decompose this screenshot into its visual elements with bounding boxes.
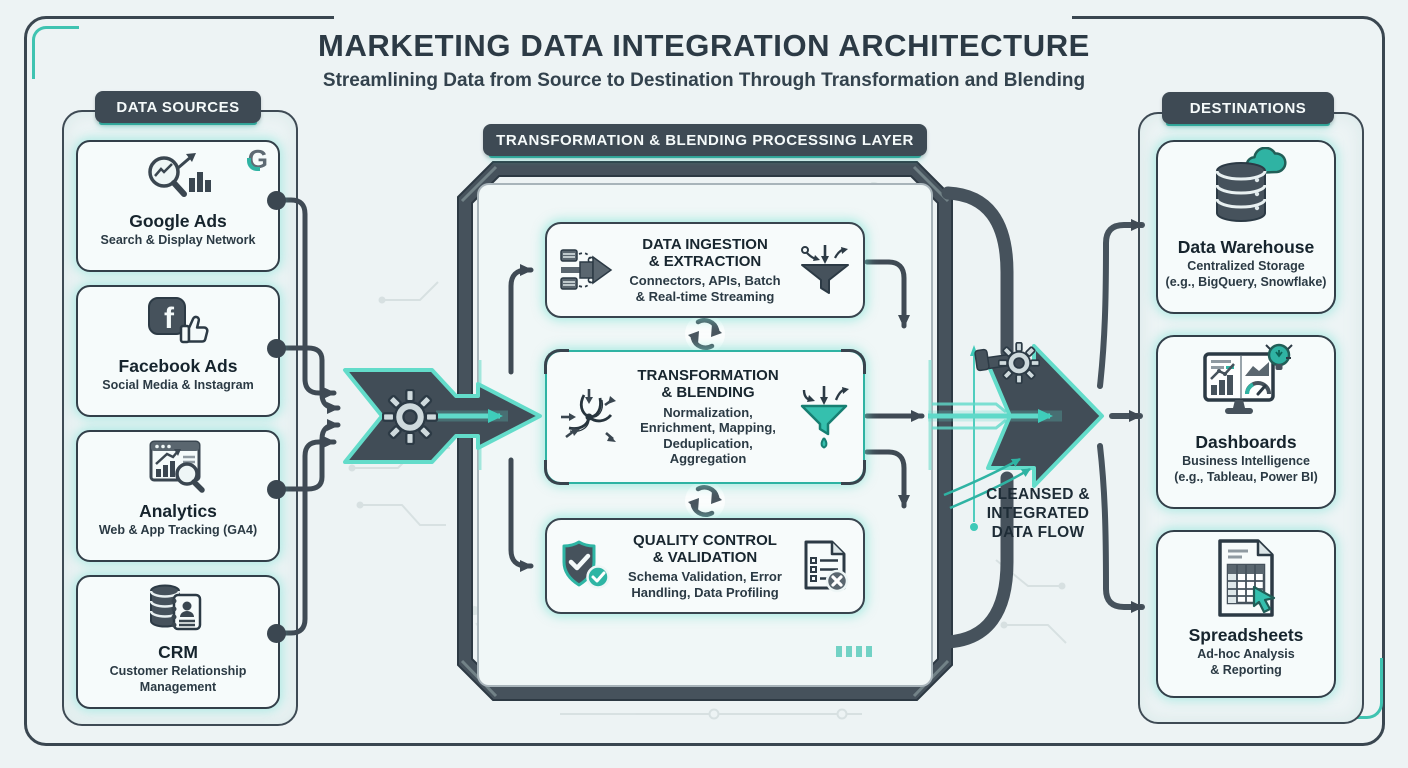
document-error-icon [804,540,849,593]
destination-connectors [1097,219,1145,613]
corner-accent [841,460,866,485]
facebook-ads-icon: f [148,297,209,344]
processing-connectors [508,259,925,572]
dashboards-icon [1203,343,1293,414]
source-card-title: Analytics [139,501,217,521]
shield-check-icon [562,540,610,589]
gear-wrench-icon [974,342,1040,384]
process-box-quality: QUALITY CONTROL & VALIDATION Schema Vali… [545,518,865,614]
data-ingestion-icon [560,249,613,290]
teal-corner-top-left [32,26,79,79]
border-gap [334,14,1072,23]
destinations-header: DESTINATIONS [1162,92,1334,124]
dest-card-subtitle: Centralized Storage (e.g., BigQuery, Sno… [1165,259,1327,289]
source-card-title: Google Ads [129,211,227,231]
connector-dot [267,191,286,210]
connector-dot [267,624,286,643]
crm-icon [149,584,202,631]
corner-accent [544,349,569,374]
source-card-subtitle: Customer Relationship Management [109,664,247,694]
spreadsheets-icon [1218,539,1276,617]
ingest-flow-arrow [343,368,542,464]
process-subtitle: Normalization, Enrichment, Mapping, Dedu… [640,404,776,467]
source-card-title: Facebook Ads [118,356,238,376]
connector-dot [267,480,286,499]
sync-icon-bottom [685,481,725,521]
google-logo: G [246,144,268,174]
blend-swirl-icon [561,389,616,442]
process-box-transformation: TRANSFORMATION & BLENDING Normalization,… [544,349,866,485]
process-title: TRANSFORMATION & BLENDING [637,367,779,402]
dest-card-spreadsheets: Spreadsheets Ad-hoc Analysis & Reporting [1156,530,1336,698]
funnel-teal-icon [800,386,849,449]
process-subtitle: Connectors, APIs, Batch & Real-time Stre… [629,273,781,304]
sync-icon-top [685,314,725,354]
source-card-subtitle: Web & App Tracking (GA4) [98,523,258,538]
source-connectors [273,197,341,636]
source-card-facebook-ads: f Facebook Ads Social Media & Instagram [76,285,280,417]
svg-text:f: f [164,302,175,335]
process-box-ingestion: DATA INGESTION & EXTRACTION Connectors, … [545,222,865,318]
source-card-crm: CRM Customer Relationship Management [76,575,280,709]
dest-card-title: Spreadsheets [1188,625,1304,645]
connector-dot [267,339,286,358]
source-card-subtitle: Social Media & Instagram [102,378,254,393]
dest-card-subtitle: Business Intelligence (e.g., Tableau, Po… [1174,454,1318,484]
dest-card-title: Dashboards [1195,432,1297,452]
dest-card-subtitle: Ad-hoc Analysis & Reporting [1197,647,1295,677]
source-card-title: CRM [158,642,198,662]
corner-accent [544,460,569,485]
dest-card-title: Data Warehouse [1177,237,1315,257]
flow-label: CLEANSED & INTEGRATED DATA FLOW [986,486,1090,541]
dest-card-dashboards: Dashboards Business Intelligence (e.g., … [1156,335,1336,509]
page-subtitle: Streamlining Data from Source to Destina… [322,70,1086,91]
process-title: DATA INGESTION & EXTRACTION [642,235,768,270]
process-subtitle: Schema Validation, Error Handling, Data … [628,569,782,600]
dest-card-warehouse: Data Warehouse Centralized Storage (e.g.… [1156,140,1336,314]
source-card-analytics: Analytics Web & App Tracking (GA4) [76,430,280,562]
processing-layer-header: TRANSFORMATION & BLENDING PROCESSING LAY… [483,124,927,156]
analytics-icon [149,440,205,493]
data-sources-header: DATA SOURCES [95,91,261,123]
page-title: MARKETING DATA INTEGRATION ARCHITECTURE [318,28,1090,63]
gear-icon [382,389,438,445]
source-card-google-ads: G Google Ads Search & Display Network [76,140,280,272]
data-warehouse-icon [1215,147,1287,222]
google-ads-icon [148,153,211,197]
source-card-subtitle: Search & Display Network [100,233,256,248]
output-flow-arrow [928,186,1104,649]
corner-accent [841,349,866,374]
process-title: QUALITY CONTROL & VALIDATION [633,531,777,566]
funnel-dark-icon [801,245,849,294]
